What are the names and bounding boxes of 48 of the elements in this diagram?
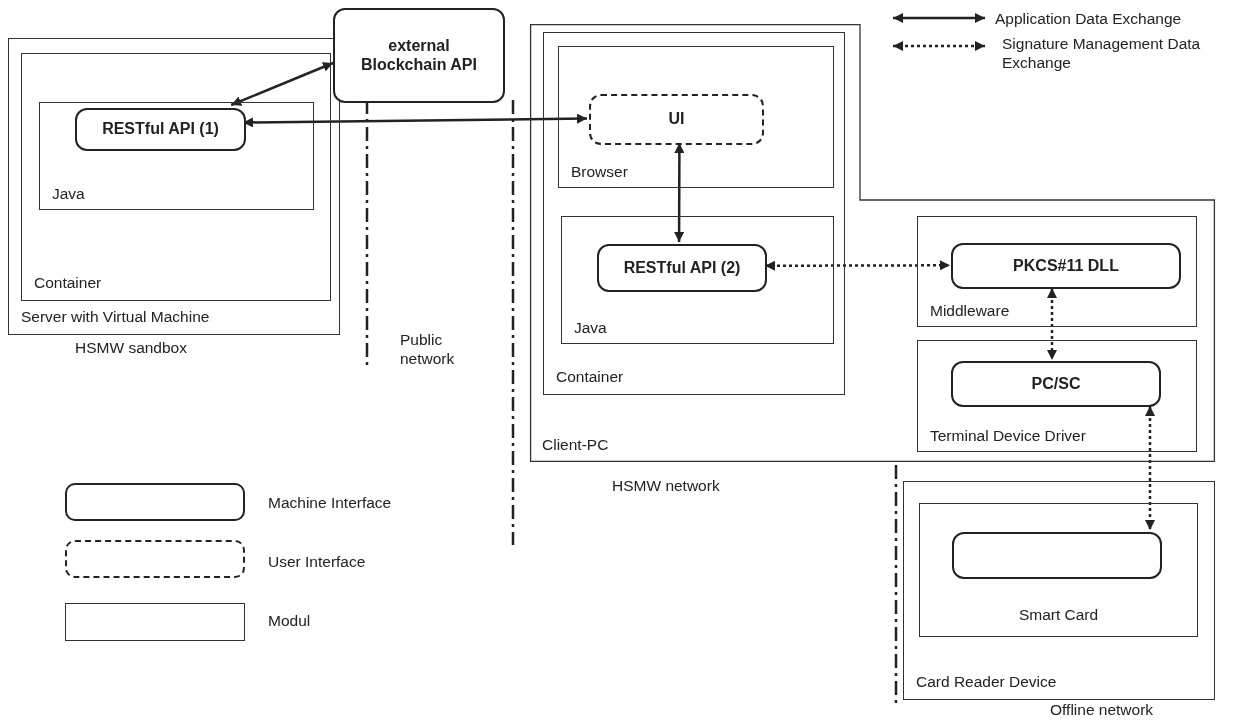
network-label: Public network: [400, 330, 456, 369]
module-label: Smart Card: [1017, 606, 1100, 624]
legend-label: User Interface: [268, 552, 366, 572]
module-box: [558, 46, 834, 188]
interface-box: [951, 361, 1161, 407]
arrow: [765, 260, 950, 271]
module-label: Container: [34, 274, 102, 292]
module-box: [39, 102, 314, 210]
arrow: [1145, 406, 1155, 530]
legend-label: Machine Interface: [268, 493, 392, 513]
module-label: Middleware: [930, 302, 1010, 320]
module-label: Card Reader Device: [916, 673, 1057, 691]
module-box: [561, 216, 834, 344]
module-label: Java: [574, 319, 607, 337]
arrow: [1047, 288, 1057, 360]
network-label: Offline network: [1050, 700, 1154, 720]
legend-label: Modul: [268, 611, 311, 631]
interface-box: [589, 94, 764, 145]
module-box: [919, 503, 1198, 637]
module-label: Client-PC: [542, 436, 609, 454]
interface-label: PC/SC: [1030, 374, 1082, 394]
module-box: [21, 53, 331, 301]
interface-label: PKCS#11 DLL: [1012, 256, 1120, 276]
interface-box: [333, 8, 505, 103]
module-box: [917, 216, 1197, 327]
network-label: HSMW network: [612, 476, 720, 496]
module-label: Container: [556, 368, 624, 386]
interface-label: RESTful API (2): [622, 258, 742, 278]
interface-label: external Blockchain API: [360, 37, 478, 74]
network-label: HSMW sandbox: [75, 338, 187, 358]
interface-box: [952, 532, 1162, 579]
legend-label: Signature Management Data Exchange: [1002, 34, 1202, 73]
module-label: Browser: [571, 163, 628, 181]
module-label: Terminal Device Driver: [930, 427, 1086, 445]
legend-label: Application Data Exchange: [995, 9, 1182, 29]
module-box: [8, 38, 340, 335]
interface-label: RESTful API (1): [101, 120, 220, 139]
module-box: [917, 340, 1197, 452]
module-label: Java: [52, 185, 85, 203]
interface-box: [75, 108, 246, 151]
interface-box: [951, 243, 1181, 289]
arrow: [674, 143, 685, 242]
interface-label: UI: [667, 110, 686, 129]
module-box: [543, 32, 845, 395]
module-box: [903, 481, 1215, 700]
module-label: Server with Virtual Machine: [21, 308, 210, 326]
arrow: [230, 61, 334, 107]
interface-box: [597, 244, 767, 292]
